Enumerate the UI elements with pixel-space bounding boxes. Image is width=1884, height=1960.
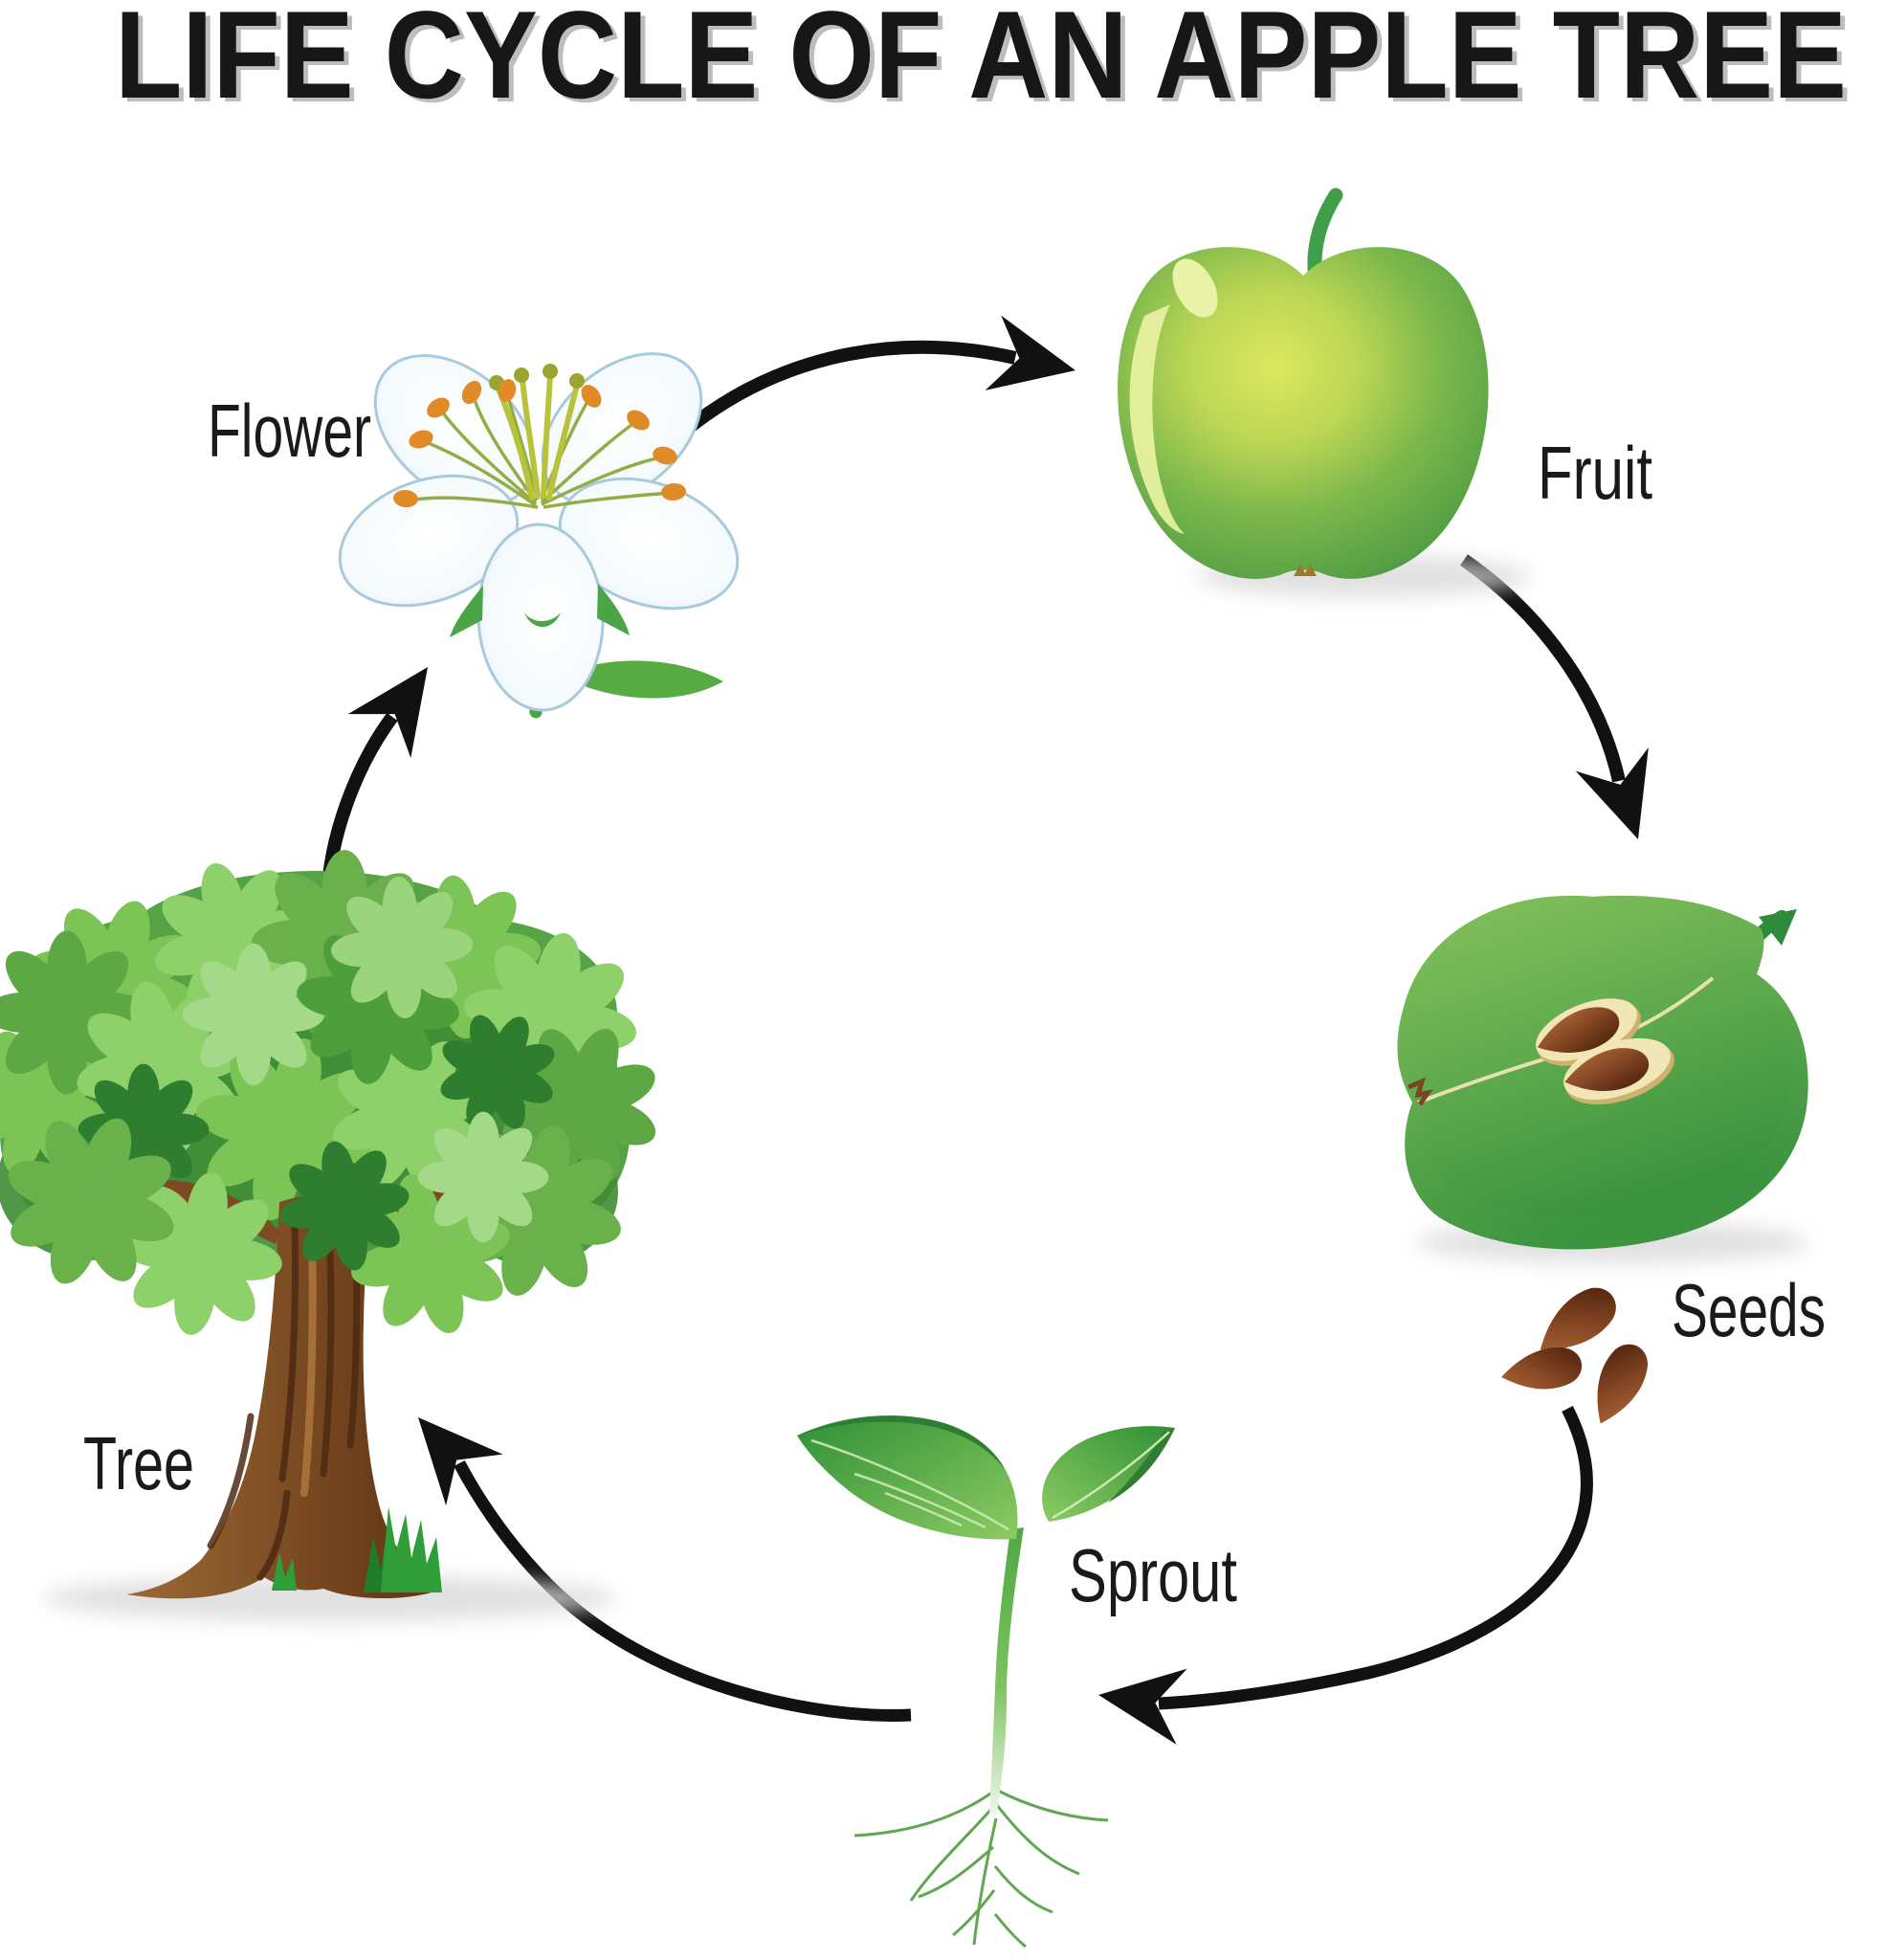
flower-petals [338,352,740,712]
tree-trunk [126,1195,438,1599]
fruit-illustration [1118,188,1531,597]
tree-grass [272,1506,442,1592]
label-tree: Tree [83,1421,194,1505]
sprout-leaf-right [1042,1426,1175,1522]
label-seeds: Seeds [1672,1268,1826,1352]
page-title-shadow: LIFE CYCLE OF AN APPLE TREE [120,0,1851,128]
arrow-seeds-to-sprout [1093,1406,1593,1745]
loose-seeds [1497,1278,1656,1433]
seeds-illustration [1397,895,1808,1433]
sprout-leaf-left-edge [797,1415,1005,1469]
page-title: LIFE CYCLE OF AN APPLE TREE [115,0,1847,124]
arrow-fruit-to-seeds [1460,554,1675,852]
label-flower: Flower [208,389,371,473]
flower-anthers [393,379,686,508]
apple-highlight-spot [1172,258,1218,318]
apple-half-stem-tip [1759,909,1797,946]
flower-leaf [574,660,723,699]
arrow-flower-to-fruit [680,315,1084,436]
sprout-roots [853,1788,1109,1949]
tree-illustration [0,831,686,1621]
tree-trunk-highlight [300,1231,317,1497]
apple-half-seeds [1537,1007,1650,1091]
flower-illustration [338,352,740,719]
sprout-leaf-left-veins [810,1438,1009,1531]
apple-body [1118,247,1489,579]
apple-calyx [1294,564,1317,576]
apple-highlight-crescent [1129,304,1185,534]
tree-trunk-streaks [207,1221,361,1581]
flower-stamens [412,393,669,509]
sprout-stem [989,1527,1024,1814]
sprout-leaf-right-edge [1108,1428,1175,1503]
flower-sepals [450,584,630,637]
sprout-illustration [797,1414,1175,1949]
sprout-leaf-right-vein [1052,1431,1170,1520]
apple-half-calyx [1407,1077,1433,1106]
arrow-sprout-to-tree [389,1392,912,1722]
label-sprout: Sprout [1069,1533,1237,1617]
label-fruit: Fruit [1538,431,1652,515]
